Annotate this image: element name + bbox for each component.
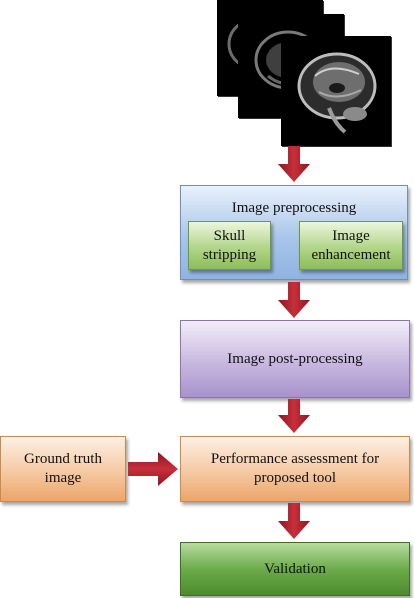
down-arrow-icon — [278, 282, 310, 318]
down-arrow-icon — [278, 146, 310, 182]
ground-truth-label: Ground truth image — [24, 451, 102, 486]
image-enhancement-label: Image enhancement — [311, 227, 391, 263]
brain-mri-scan-icon — [297, 52, 377, 134]
image-preprocessing-label: Image preprocessing — [231, 200, 357, 216]
image-postprocessing-label: Image post-processing — [227, 350, 363, 367]
ground-truth-box: Ground truth image — [0, 436, 126, 502]
performance-assessment-label: Performance assessment for proposed tool — [210, 451, 380, 486]
performance-assessment-box: Performance assessment for proposed tool — [180, 436, 410, 502]
validation-box: Validation — [180, 542, 410, 596]
down-arrow-icon — [278, 503, 310, 539]
skull-stripping-label: Skull stripping — [202, 227, 257, 263]
right-arrow-icon — [128, 452, 178, 486]
validation-label: Validation — [264, 560, 326, 577]
skull-stripping-box: Skull stripping — [188, 221, 271, 270]
image-postprocessing-box: Image post-processing — [180, 320, 410, 398]
down-arrow-icon — [278, 399, 310, 433]
image-enhancement-box: Image enhancement — [299, 221, 403, 270]
mri-image-3 — [281, 36, 391, 146]
